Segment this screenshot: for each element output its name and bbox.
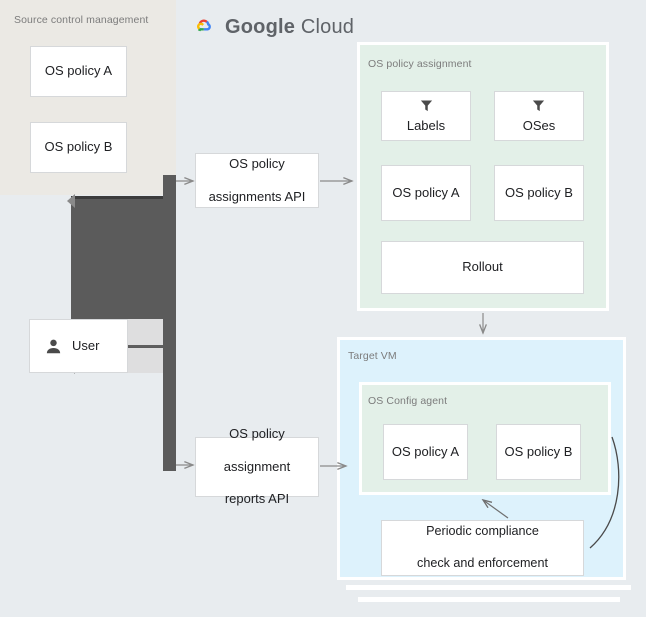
vm-stack-line-2 <box>358 597 620 602</box>
filter-icon <box>420 100 432 112</box>
os-policy-assignment-reports-api-label: OS policy assignment reports API <box>216 426 298 507</box>
os-policy-assignments-api-label: OS policy assignments API <box>201 156 314 205</box>
compliance-line-2: check and enforcement <box>417 555 548 570</box>
api-reports-line-1: OS policy <box>229 426 285 442</box>
assignment-os-policy-b-box[interactable]: OS policy B <box>494 165 584 221</box>
scm-os-policy-a-box[interactable]: OS policy A <box>30 46 127 97</box>
brand-google-text: Google <box>225 15 296 38</box>
rollout-box[interactable]: Rollout <box>381 241 584 294</box>
user-box[interactable]: User <box>29 319 128 373</box>
user-plate-divider <box>128 345 163 347</box>
google-cloud-brand: Google Cloud <box>190 15 354 39</box>
assignment-os-policy-a-box[interactable]: OS policy A <box>381 165 471 221</box>
filter-icon <box>533 100 545 112</box>
vm-os-policy-a-box[interactable]: OS policy A <box>383 424 468 480</box>
compliance-line-1: Periodic compliance <box>426 524 539 539</box>
assignment-os-policy-a-label: OS policy A <box>392 184 460 200</box>
api-assignments-line-2: assignments API <box>208 188 306 204</box>
os-policy-assignment-reports-api-box[interactable]: OS policy assignment reports API <box>195 426 319 506</box>
vm-os-policy-b-label: OS policy B <box>504 443 573 459</box>
oses-box[interactable]: OSes <box>494 91 584 141</box>
periodic-compliance-box[interactable]: Periodic compliance check and enforcemen… <box>381 520 584 576</box>
scm-os-policy-b-box[interactable]: OS policy B <box>30 122 127 173</box>
connector-spine <box>163 175 176 471</box>
scm-os-policy-b-label: OS policy B <box>44 139 113 155</box>
source-control-management-label: Source control management <box>14 14 149 26</box>
labels-label: Labels <box>406 117 446 133</box>
api-assignments-line-1: OS policy <box>229 156 285 172</box>
vm-os-policy-a-label: OS policy A <box>391 443 460 459</box>
scm-os-policy-a-label: OS policy A <box>44 63 113 79</box>
user-label: User <box>72 337 100 353</box>
vm-stack-line-1 <box>346 585 631 590</box>
labels-box[interactable]: Labels <box>381 91 471 141</box>
brand-cloud-text: Cloud <box>300 15 355 38</box>
assignment-os-policy-b-label: OS policy B <box>505 184 573 200</box>
connector-arrowhead-top <box>67 194 75 208</box>
os-policy-assignment-label: OS policy assignment <box>368 58 472 70</box>
target-vm-label: Target VM <box>348 350 397 362</box>
api-reports-line-3: reports API <box>224 491 290 507</box>
user-plate-lower <box>128 348 163 373</box>
os-policy-assignments-api-box[interactable]: OS policy assignments API <box>195 153 319 208</box>
rollout-label: Rollout <box>462 259 503 275</box>
api-reports-line-2: assignment <box>223 458 291 474</box>
google-cloud-logo-icon <box>197 19 211 32</box>
periodic-compliance-label: Periodic compliance check and enforcemen… <box>409 524 556 571</box>
person-icon <box>46 339 61 353</box>
os-config-agent-label: OS Config agent <box>368 395 448 407</box>
oses-label: OSes <box>522 117 556 133</box>
user-plate-upper <box>128 319 163 345</box>
vm-os-policy-b-box[interactable]: OS policy B <box>496 424 581 480</box>
